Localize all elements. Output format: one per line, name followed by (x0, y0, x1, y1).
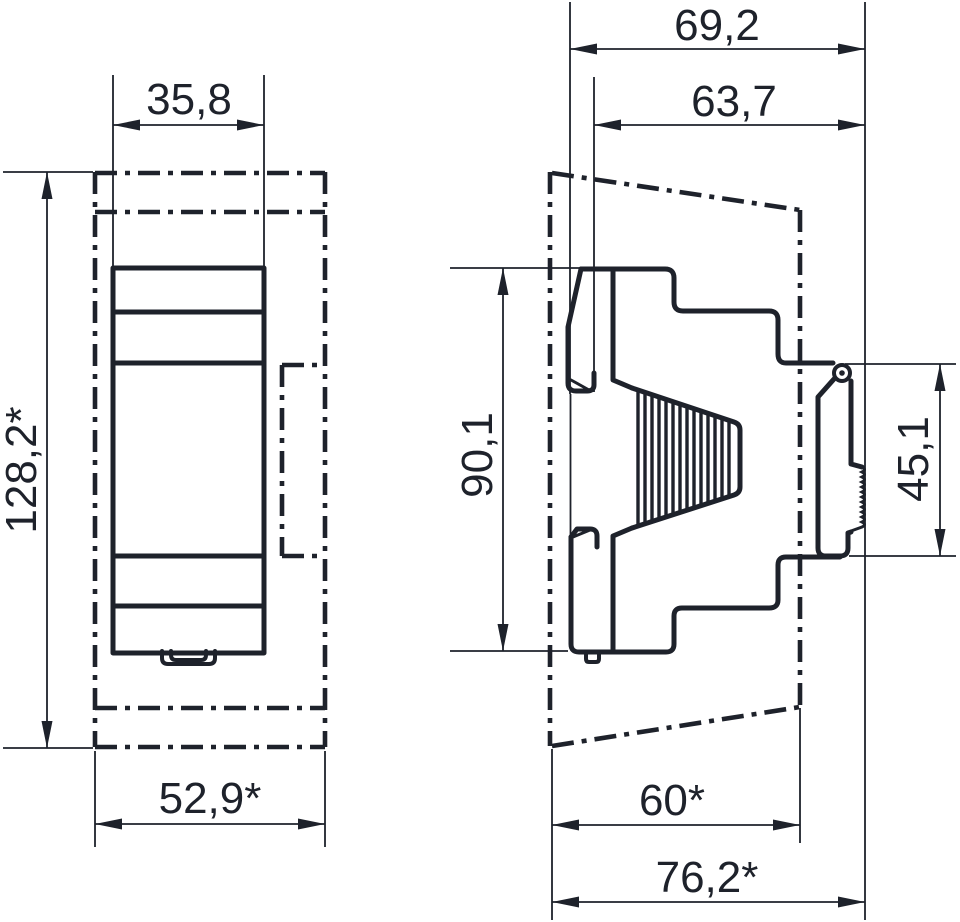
arrowhead (934, 529, 946, 556)
clip-pivot-center (839, 370, 845, 376)
side-body-height-label: 90,1 (453, 412, 502, 498)
front-panel-upper (565, 266, 597, 394)
arrowhead (838, 43, 865, 55)
vent-grille-outline (629, 385, 743, 531)
side-dimension-lines (497, 43, 946, 908)
cover-edge (551, 170, 801, 213)
arrowhead (838, 896, 865, 908)
arrowhead (838, 119, 865, 131)
front-cover-outline (92, 170, 328, 750)
din-rail-clip (815, 363, 866, 559)
arrowhead (934, 364, 946, 391)
front-device-outline (110, 265, 267, 666)
arrowhead (113, 119, 140, 131)
arrowhead (594, 119, 621, 131)
front-foot-chamfer (569, 378, 591, 392)
arrowhead (552, 819, 579, 831)
arrowhead (41, 721, 53, 748)
side-cover-outline (547, 170, 803, 749)
cover-edge (551, 704, 801, 749)
din-clip-tab-outer (160, 649, 217, 666)
front-view: 35,8 128,2* 52,9* (0, 75, 328, 847)
din-clip-tab-inner (169, 649, 208, 662)
arrowhead (497, 268, 509, 295)
front-foot-chamfer (571, 528, 592, 539)
clip-back-edge (848, 378, 865, 470)
side-extension-lines (450, 2, 956, 920)
side-clip-height-label: 45,1 (889, 416, 938, 502)
front-extension-lines (3, 75, 326, 847)
bottom-latch-tab (584, 650, 601, 664)
arrowhead (41, 172, 53, 199)
side-device-outline (565, 266, 866, 664)
side-depth-overall-label: 76,2* (656, 853, 759, 902)
front-width-label: 35,8 (146, 75, 232, 124)
body-front-edge-upper (610, 266, 635, 391)
front-cutout-width-label: 52,9* (159, 774, 262, 823)
clip-front-edge (815, 376, 854, 559)
side-cutout-depth-label: 60* (639, 776, 705, 825)
front-dimension-lines (41, 119, 325, 830)
arrowhead (298, 818, 325, 830)
side-depth-total-label: 69,2 (674, 1, 760, 50)
arrowhead (552, 896, 579, 908)
arrowhead (497, 624, 509, 651)
bottom-step-profile (568, 534, 843, 655)
front-height-label: 128,2* (0, 406, 46, 533)
top-step-profile (578, 266, 836, 366)
vent-grille-ribs (636, 390, 731, 526)
arrowhead (237, 119, 264, 131)
arrowhead (95, 818, 122, 830)
arrowhead (773, 819, 800, 831)
side-view: 69,2 63,7 90,1 45,1 60* 76,2* (450, 1, 956, 920)
body-front-edge-lower (610, 525, 635, 655)
arrowhead (570, 43, 597, 55)
side-depth-recessed-label: 63,7 (691, 77, 777, 126)
clip-spring-serration (849, 465, 866, 533)
device-body-rect (110, 265, 267, 656)
